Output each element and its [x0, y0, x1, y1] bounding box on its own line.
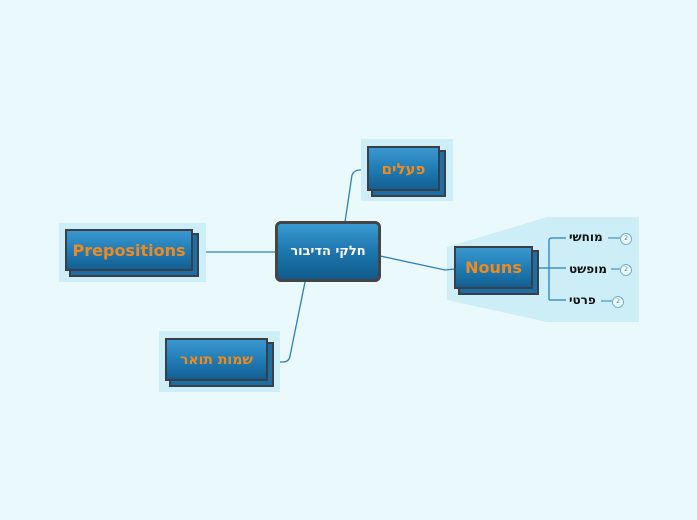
topic-nouns[interactable]: Nouns: [454, 246, 533, 289]
subtopic-concrete[interactable]: מוחשי: [569, 230, 603, 244]
topic-prepositions-label: Prepositions: [72, 240, 186, 260]
subtopic-proper[interactable]: פרטי: [569, 293, 596, 307]
topic-adjectives[interactable]: שמות תואר: [165, 338, 268, 381]
topic-verbs[interactable]: פעלים: [367, 146, 440, 191]
connector-nouns: [379, 255, 456, 271]
connector-nouns-children: [533, 237, 566, 301]
topic-nouns-label: Nouns: [465, 258, 522, 277]
collapse-badge-icon[interactable]: 2: [620, 264, 632, 276]
topic-verbs-label: פעלים: [381, 159, 426, 178]
topic-prepositions[interactable]: Prepositions: [65, 229, 193, 271]
collapse-badge-icon[interactable]: 2: [612, 296, 624, 308]
connector-adjectives: [270, 281, 306, 363]
central-topic[interactable]: חלקי הדיבור: [275, 221, 381, 282]
collapse-badge-icon[interactable]: 2: [620, 233, 632, 245]
topic-adjectives-label: שמות תואר: [180, 351, 253, 368]
subtopic-abstract[interactable]: מופשט: [569, 262, 607, 276]
connector-badges: [601, 237, 620, 302]
central-topic-label: חלקי הדיבור: [290, 244, 366, 259]
connector-verbs: [344, 169, 367, 223]
nouns-halo: [447, 217, 639, 322]
